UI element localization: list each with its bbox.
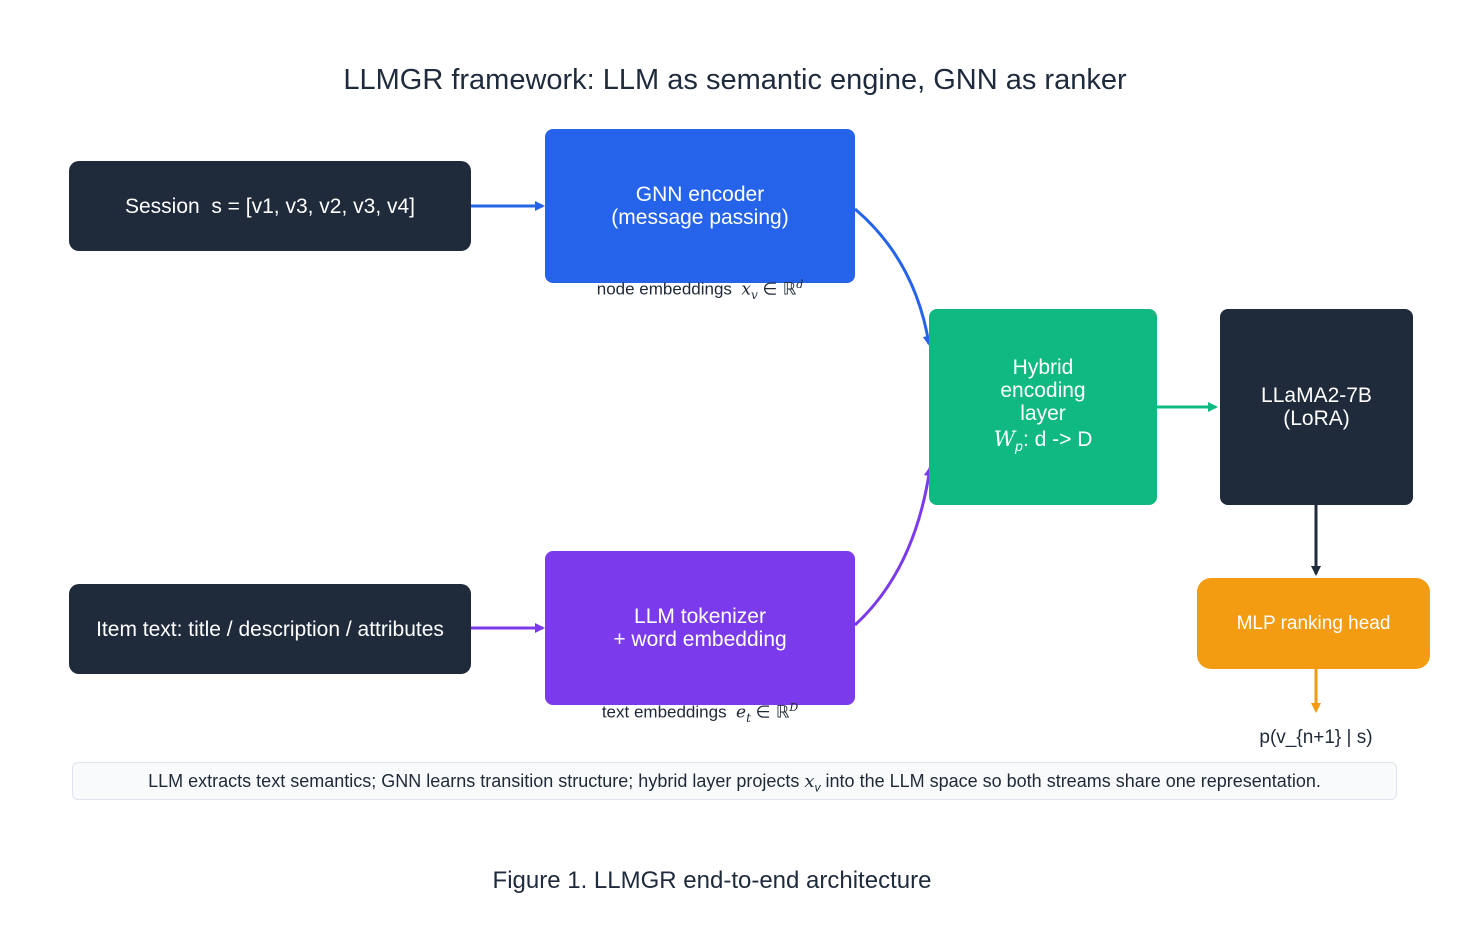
mlp-label: MLP ranking head (1236, 613, 1391, 634)
node-embeddings-label: node embeddings xv ∈ ℝd (596, 278, 804, 303)
gnn-encoder-subtitle: (message passing) (611, 206, 789, 229)
item-text-box: Item text: title / description / attribu… (69, 584, 471, 674)
llama-subtitle: (LoRA) (1283, 407, 1350, 430)
gnn-encoder-title: GNN encoder (635, 183, 765, 206)
arrow-gnn-to-hybrid (854, 207, 933, 346)
mlp-ranking-head-box: MLP ranking head (1197, 578, 1430, 669)
llama-box: LLaMA2-7B (LoRA) (1220, 309, 1413, 505)
gnn-encoder-box: GNN encoder (message passing) (545, 129, 855, 283)
session-box: Session s = [v1, v3, v2, v3, v4] (69, 161, 471, 251)
text-embeddings-label: text embeddings et ∈ ℝD (601, 701, 799, 726)
summary-note: LLM extracts text semantics; GNN learns … (72, 762, 1397, 800)
hybrid-projection-formula: Wp: d -> D (993, 426, 1093, 458)
projection-subscript: p (1015, 438, 1023, 455)
llm-tokenizer-subtitle: + word embedding (613, 628, 787, 651)
hybrid-encoding-box: Hybrid encoding layer Wp: d -> D (929, 309, 1157, 505)
llm-tokenizer-title: LLM tokenizer (634, 605, 766, 628)
arrow-tokenizer-to-hybrid (853, 466, 934, 627)
hybrid-line-2: encoding (1000, 378, 1086, 402)
hybrid-line-3: layer (1020, 401, 1066, 425)
item-text-label: Item text: title / description / attribu… (96, 617, 444, 641)
hybrid-line-1: Hybrid (1012, 355, 1074, 379)
session-label: Session s = [v1, v3, v2, v3, v4] (124, 194, 416, 218)
figure-caption: Figure 1. LLMGR end-to-end architecture (492, 867, 932, 894)
output-probability-label: p(v_{n+1} | s) (1259, 727, 1373, 748)
diagram-title: LLMGR framework: LLM as semantic engine,… (343, 64, 1127, 96)
projection-symbol: W (993, 426, 1016, 451)
llama-title: LLaMA2-7B (1261, 384, 1372, 407)
projection-dims: : d -> D (1022, 427, 1093, 451)
llm-tokenizer-box: LLM tokenizer + word embedding (545, 551, 855, 705)
